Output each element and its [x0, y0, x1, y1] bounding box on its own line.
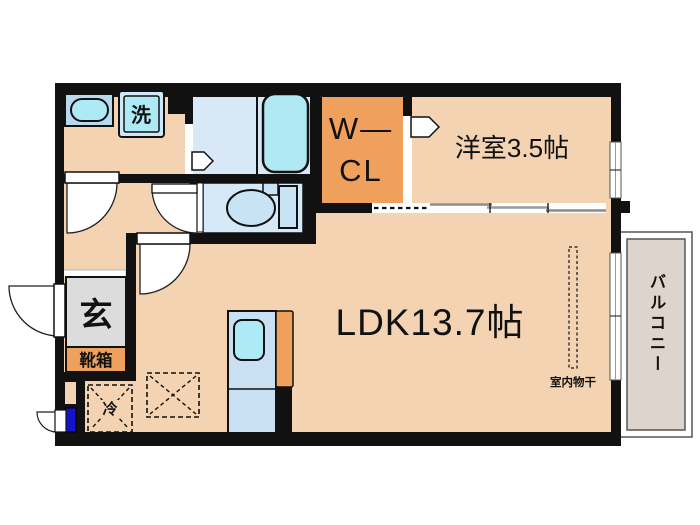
bath-door-opening [185, 124, 193, 174]
room-walk-in-closet [322, 97, 403, 203]
meter-box-door-leaf [54, 409, 67, 433]
meter-box [65, 407, 77, 433]
drying-pole [568, 246, 578, 369]
shoe-box-label: 靴箱 [80, 350, 113, 370]
toilet-door-leaf [151, 183, 198, 194]
refrigerator-space [87, 384, 133, 433]
furniture-placeholder [146, 372, 200, 418]
kitchen-counter-end [275, 310, 294, 388]
kitchen-unit [227, 310, 294, 434]
ldk-door-swing [139, 243, 191, 295]
bathtub [261, 92, 310, 174]
bath-door-arrow-icon [191, 151, 215, 171]
wash-basin [70, 98, 109, 122]
wcl-door-arrow-icon [410, 116, 441, 138]
western-room-label: 洋室3.5帖 [455, 133, 569, 163]
room-entrance [65, 276, 127, 348]
entrance-label: 玄 [80, 296, 113, 333]
western-room-window [609, 141, 622, 199]
wcl-label-line1: W― [329, 111, 393, 146]
wcl-door-opening [403, 116, 412, 203]
fridge-label-bg [100, 400, 120, 417]
indoor-drying-label: 室内物干 [550, 375, 596, 389]
balcony [619, 231, 693, 438]
ldk-door-leaf [136, 232, 191, 245]
washing-machine [123, 95, 160, 133]
wall-niche [65, 382, 76, 404]
fridge-label: 冷 [102, 400, 117, 418]
toilet [226, 182, 298, 229]
wcl-label-line2: CL [339, 153, 383, 188]
entrance-door-swing [8, 285, 60, 337]
washer-label: 洗 [131, 104, 151, 127]
washroom-door-leaf [64, 171, 120, 184]
balcony-floor [626, 238, 686, 431]
ldk-window [609, 252, 622, 381]
kitchen-sink [233, 319, 265, 361]
sliding-door [372, 203, 606, 213]
balcony-label: バルコニー [647, 273, 666, 376]
entrance-door-leaf [53, 283, 66, 338]
meter-box-door-swing [36, 411, 58, 433]
washroom-door-swing [66, 182, 118, 234]
ldk-label: LDK13.7帖 [336, 302, 525, 343]
